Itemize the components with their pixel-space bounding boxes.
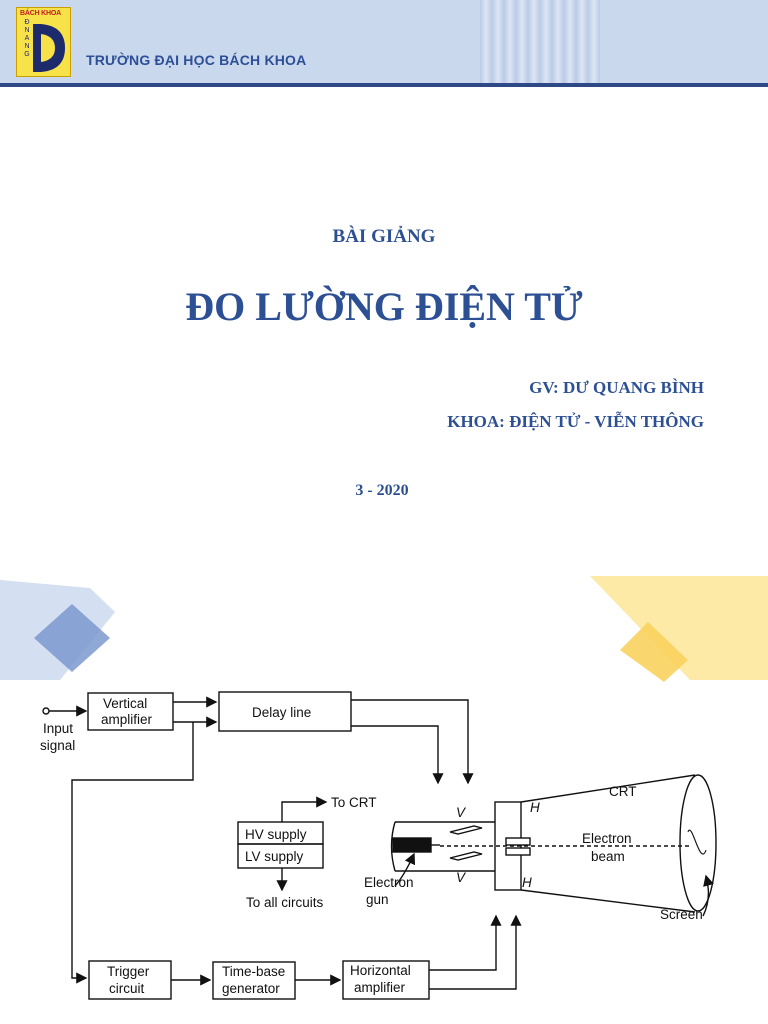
- logo-side-letters: Đ N A N G: [24, 19, 30, 58]
- logo-d-mark-icon: [33, 24, 65, 72]
- cover-date: 3 - 2020: [355, 482, 409, 499]
- header-band: [0, 0, 768, 84]
- decorative-shapes: [0, 576, 768, 682]
- vertical-amplifier-label-1: Vertical: [103, 696, 147, 711]
- deco-yellow-panel: [590, 576, 768, 680]
- horizontal-amplifier-label-2: amplifier: [354, 980, 406, 995]
- time-base-label-2: generator: [222, 981, 280, 996]
- lecturer-name: GV: DƯ QUANG BÌNH: [529, 378, 704, 397]
- v-plate-bottom-label: V: [456, 870, 467, 885]
- screen-label: Screen: [660, 907, 703, 922]
- input-label: Input: [43, 721, 73, 736]
- electron-beam-label-2: beam: [591, 849, 625, 864]
- hv-supply-label: HV supply: [245, 827, 307, 842]
- delay-line-box: [218, 691, 352, 732]
- faculty-name: KHOA: ĐIỆN TỬ - VIỄN THÔNG: [447, 412, 704, 431]
- to-crt-label: To CRT: [331, 795, 377, 810]
- electron-gun-label-1: Electron: [364, 875, 414, 890]
- vertical-amplifier-label-2: amplifier: [101, 712, 153, 727]
- input-terminal-icon: [42, 707, 50, 715]
- vertical-amplifier-box: [87, 692, 174, 731]
- oscilloscope-block-diagram: Input signal Vertical amplifier Delay li…: [40, 691, 717, 1000]
- diagram-labels: Input signal Vertical amplifier Delay li…: [40, 696, 703, 996]
- delay-line-label: Delay line: [252, 705, 311, 720]
- university-logo: BÁCH KHOA Đ N A N G: [16, 7, 71, 77]
- school-name: TRƯỜNG ĐẠI HỌC BÁCH KHOA: [86, 52, 307, 68]
- v-plate-top-label: V: [456, 805, 467, 820]
- signal-label: signal: [40, 738, 75, 753]
- lv-supply-label: LV supply: [245, 849, 304, 864]
- header-decorative-stripe: [480, 0, 600, 84]
- h-plate-top-label: H: [530, 800, 540, 815]
- to-all-circuits-label: To all circuits: [246, 895, 324, 910]
- horizontal-amplifier-label-1: Horizontal: [350, 963, 411, 978]
- header-rule: [0, 83, 768, 87]
- logo-top-text: BÁCH KHOA: [20, 10, 61, 17]
- deco-blue-diamond: [34, 604, 110, 672]
- crt-screen: [679, 774, 717, 912]
- lecture-label: BÀI GIẢNG: [332, 226, 436, 247]
- h-plate-bottom-label: H: [522, 875, 532, 890]
- time-base-label-1: Time-base: [222, 964, 285, 979]
- crt-label: CRT: [609, 784, 637, 799]
- course-title: ĐO LƯỜNG ĐIỆN TỬ: [185, 284, 583, 329]
- lv-supply-box: [237, 843, 324, 869]
- trigger-label-2: circuit: [109, 981, 145, 996]
- horizontal-amplifier-box: [342, 960, 430, 1000]
- electron-gun-label-2: gun: [366, 892, 389, 907]
- trigger-label-1: Trigger: [107, 964, 150, 979]
- electron-beam-label-1: Electron: [582, 831, 632, 846]
- deco-yellow-diamond: [620, 622, 688, 682]
